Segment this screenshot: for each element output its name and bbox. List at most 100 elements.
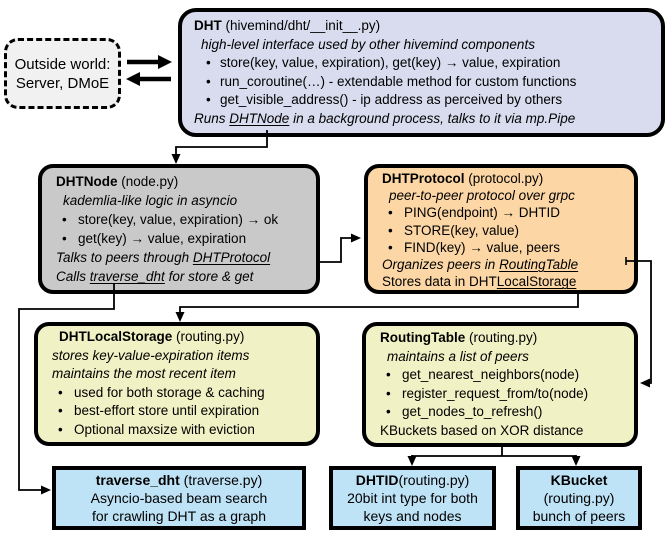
dhtprotocol-bullet-3-text: FIND(key) → value, peers [404, 239, 561, 255]
dhtnode-bullet-1: • store(key, value, expiration) → ok [56, 210, 312, 229]
dht-footer-link-dhtnode: DHTNode [229, 110, 290, 126]
dht-title-line: DHT (hivemind/dht/__init__.py) [194, 17, 653, 36]
routingtable-footer: KBuckets based on XOR distance [380, 422, 584, 438]
dhtid-box: DHTID(routing.py) 20bit int type for bot… [329, 466, 496, 530]
bullet-icon: • [388, 239, 393, 255]
dhtnode-footer-2: Calls traverse_dht for store & get [56, 267, 312, 286]
dhtlocalstorage-bullet-3: • Optional maxsize with eviction [52, 421, 312, 440]
dhtprotocol-title-line: DHTProtocol (protocol.py) [382, 170, 630, 187]
dhtprotocol-title: DHTProtocol [382, 171, 465, 186]
dht-bullet-2: • run_coroutine(…) - extendable method fo… [194, 73, 653, 92]
routingtable-bullet-2-text: register_request_from/to(node) [402, 385, 589, 401]
dhtid-line2: 20bit int type for both [347, 490, 478, 506]
dhtlocalstorage-subtitle-2: maintains the most recent item [52, 366, 236, 381]
dhtnode-bullet-2-text: get(key) → value, expiration [78, 231, 247, 246]
bullet-icon: • [62, 231, 67, 246]
routingtable-bullet-1-text: get_nearest_neighbors(node) [402, 367, 580, 382]
connector-dhtprotocol-to-dhtlocalstorage [175, 291, 579, 322]
kbucket-line3: bunch of peers [532, 508, 626, 524]
dhtnode-footer-1: Talks to peers through DHTProtocol [56, 248, 312, 267]
dhtlocalstorage-title: DHTLocalStorage [59, 329, 173, 344]
dht-bullet-1: • store(key, value, expiration), get(key)… [194, 54, 653, 73]
dhtlocalstorage-bullet-1-text: used for both storage & caching [74, 384, 265, 400]
bullet-icon: • [58, 421, 63, 437]
dht-box: DHT (hivemind/dht/__init__.py) high-leve… [178, 8, 665, 137]
outside-world-box: Outside world: Server, DMoE [4, 38, 121, 109]
bullet-icon: • [206, 55, 211, 70]
routingtable-title-line: RoutingTable (routing.py) [380, 329, 630, 348]
routingtable-file: (routing.py) [465, 330, 538, 345]
kbucket-title: KBucket [550, 472, 608, 488]
dhtprotocol-footer-1: Organizes peers in RoutingTable [382, 256, 630, 273]
dhtprotocol-bullet-2-text: STORE(key, value) [404, 222, 520, 238]
dhtid-line3: keys and nodes [363, 508, 462, 524]
dhtlocalstorage-bullet-2: •best-effort store until expiration [52, 402, 312, 421]
bullet-icon: • [58, 403, 63, 418]
dhtprotocol-footer-2-pre: Stores data in DHT [382, 274, 497, 290]
dht-footer-post: in a background process, talks to it via… [289, 110, 576, 126]
outside-world-line2: Server, DMoE [15, 74, 110, 92]
routingtable-subtitle: maintains a list of peers [387, 348, 529, 364]
dhtnode-subtitle: kademlia-like logic in asyncio [63, 193, 238, 208]
dhtnode-box: DHTNode (node.py) kademlia-like logic in… [38, 164, 320, 294]
dhtnode-footer-link-dhtprotocol: DHTProtocol [192, 250, 271, 265]
dhtlocalstorage-file: (routing.py) [172, 329, 245, 344]
dhtprotocol-footer-link-routingtable: RoutingTable [499, 257, 579, 273]
dhtprotocol-footer-2: Stores data in DHTLocalStorage [382, 273, 630, 290]
bullet-icon: • [386, 367, 391, 382]
outside-world-line1: Outside world: [14, 55, 111, 73]
dhtnode-footer-2-post: for store & get [164, 269, 254, 284]
routingtable-bullet-2: •register_request_from/to(node) [380, 385, 630, 404]
dht-file: (hivemind/dht/__init__.py) [221, 18, 381, 33]
traverse-dht-title: traverse_dht [95, 472, 180, 488]
dhtlocalstorage-box: DHTLocalStorage (routing.py) stores key-… [34, 322, 320, 446]
dhtprotocol-footer-link-localstorage: LocalStorage [496, 274, 577, 290]
bullet-icon: • [388, 205, 393, 221]
dhtid-title-line: DHTID(routing.py) [333, 471, 492, 489]
routingtable-title: RoutingTable [380, 330, 466, 345]
dhtprotocol-bullet-1: • PING(endpoint) → DHTID [382, 204, 630, 221]
traverse-dht-line3: for crawling DHT as a graph [91, 508, 267, 524]
dhtnode-title: DHTNode [56, 174, 118, 189]
dht-bullet-1-text: store(key, value, expiration), get(key) … [220, 55, 561, 70]
traverse-dht-title-line: traverse_dht (traverse.py) [56, 471, 302, 489]
dhtprotocol-footer-1-pre: Organizes peers in [382, 257, 500, 273]
connector-dhtnode-to-dhtprotocol [319, 233, 361, 263]
dht-subtitle: high-level interface used by other hivem… [201, 36, 535, 52]
dht-footer-pre: Runs [194, 110, 230, 126]
dhtid-title: DHTID [355, 472, 399, 488]
bullet-icon: • [388, 222, 393, 238]
dhtlocalstorage-bullet-3-text: Optional maxsize with eviction [74, 421, 255, 437]
routingtable-bullet-3: • get_nodes_to_refresh() [380, 403, 630, 422]
routingtable-bullet-3-text: get_nodes_to_refresh() [402, 404, 543, 419]
bullet-icon: • [206, 73, 211, 89]
dhtprotocol-bullet-3: • FIND(key) → value, peers [382, 239, 630, 256]
routingtable-box: RoutingTable (routing.py) maintains a li… [362, 322, 638, 447]
dht-bullet-2-text: run_coroutine(…) - extendable method for… [220, 73, 577, 89]
dhtprotocol-file: (protocol.py) [464, 171, 544, 186]
bullet-icon: • [58, 384, 63, 400]
bullet-icon: • [206, 92, 211, 107]
dht-bullet-3: • get_visible_address() - ip address as p… [194, 91, 653, 110]
traverse-dht-file: (traverse.py) [179, 472, 263, 488]
dhtid-file: (routing.py) [398, 472, 470, 488]
dhtnode-footer-1-pre: Talks to peers through [56, 250, 193, 265]
kbucket-box: KBucket (routing.py) bunch of peers [516, 466, 642, 530]
dhtprotocol-bullet-2: • STORE(key, value) [382, 222, 630, 239]
dhtlocalstorage-title-line: DHTLocalStorage (routing.py) [52, 328, 312, 347]
dht-bullet-3-text: get_visible_address() - ip address as pe… [220, 92, 563, 107]
bullet-icon: • [62, 212, 67, 227]
dhtnode-footer-2-pre: Calls [56, 269, 90, 284]
dht-title: DHT [194, 18, 222, 33]
dhtnode-title-line: DHTNode (node.py) [56, 172, 312, 191]
dhtlocalstorage-bullet-1: • used for both storage & caching [52, 384, 312, 403]
dhtnode-file: (node.py) [117, 174, 179, 189]
dhtprotocol-bullet-1-text: PING(endpoint) → DHTID [404, 205, 561, 221]
dhtprotocol-subtitle: peer-to-peer protocol over grpc [389, 188, 575, 204]
bullet-icon: • [386, 404, 391, 419]
dhtnode-bullet-2: • get(key) → value, expiration [56, 229, 312, 248]
dhtnode-bullet-1-text: store(key, value, expiration) → ok [78, 212, 279, 227]
dhtnode-footer-link-traverse: traverse_dht [89, 269, 165, 284]
dhtlocalstorage-subtitle-1: stores key-value-expiration items [52, 347, 250, 363]
